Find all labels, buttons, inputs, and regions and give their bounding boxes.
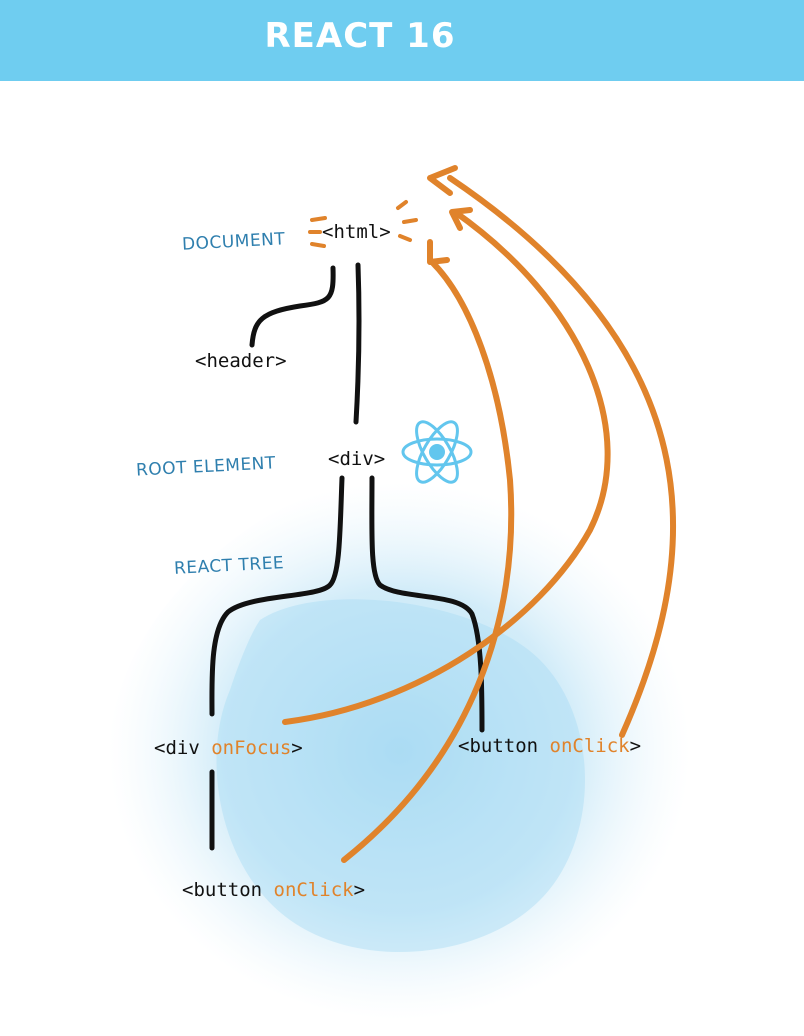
burst-marks (308, 200, 418, 248)
div-onfocus-node: <div onFocus> (154, 737, 303, 759)
html-to-div-line (353, 262, 362, 425)
html-node: <html> (322, 221, 391, 243)
arrowhead-3 (427, 239, 450, 265)
div-right-branch-line (369, 475, 485, 733)
arrow-button-bottom (341, 259, 515, 863)
react-tree-wash (108, 482, 690, 1021)
header-node: <header> (195, 350, 287, 372)
bubble-arrows (282, 165, 677, 863)
button-right-node: <button onClick> (458, 735, 641, 757)
react-tree-wash-inner (216, 599, 585, 953)
arrowhead-1 (427, 165, 458, 196)
button-bottom-node: <button onClick> (182, 879, 365, 901)
arrow-onfocus (282, 209, 611, 725)
title-bar: REACT 16 (0, 0, 804, 81)
button-bottom-close: > (353, 879, 366, 901)
burst-left (308, 216, 327, 248)
onfocus-event: onFocus (211, 737, 292, 759)
button-bottom-tag: <button (182, 879, 274, 901)
button-right-onclick: onClick (549, 735, 630, 757)
button-right-close: > (629, 735, 642, 757)
button-bottom-onclick: onClick (273, 879, 354, 901)
tree-lines (209, 262, 485, 851)
react-logo-icon (401, 420, 473, 484)
button-right-tag: <button (458, 735, 550, 757)
arrowhead-2 (449, 207, 473, 231)
arrow-button-right (447, 175, 677, 738)
div-root-node: <div> (328, 448, 386, 470)
div-onfocus-close: > (291, 737, 303, 759)
div-left-branch-line (209, 475, 345, 717)
page-title: REACT 16 (264, 16, 456, 56)
html-to-header-line (249, 265, 336, 348)
burst-right (396, 200, 418, 242)
div-onfocus-tag: <div (154, 737, 212, 759)
